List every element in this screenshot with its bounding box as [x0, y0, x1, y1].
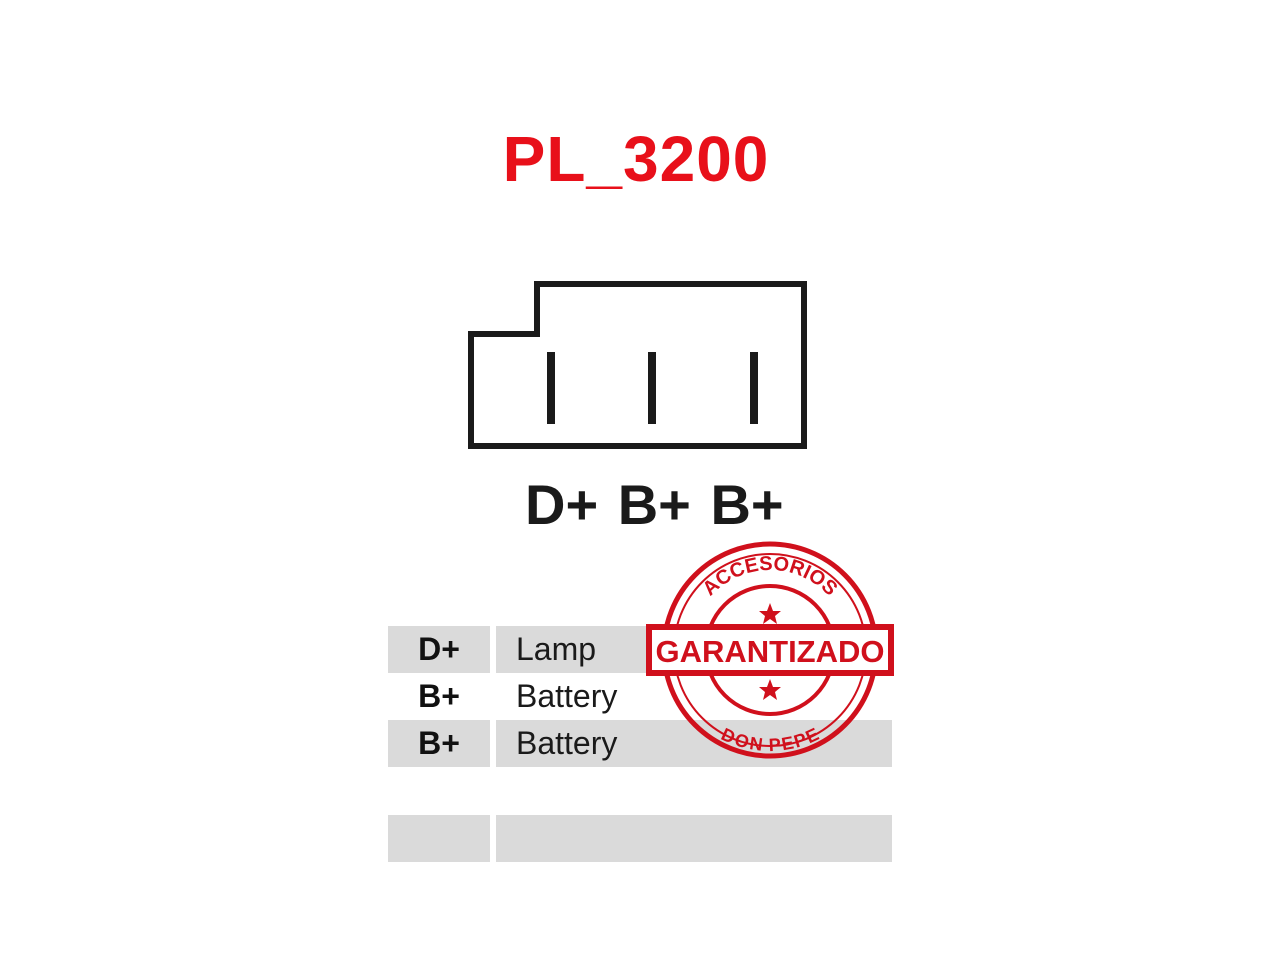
terminal-cell: D+ — [388, 626, 490, 673]
stamp-stars-icon — [759, 603, 781, 700]
function-cell — [496, 815, 892, 862]
stamp-banner-text: GARANTIZADO — [655, 634, 884, 669]
terminal-cell — [388, 815, 490, 862]
svg-text:ACCESORIOS: ACCESORIOS — [698, 553, 841, 600]
table-row — [388, 815, 892, 862]
connector-pin-3 — [750, 352, 758, 424]
terminal-cell — [388, 768, 490, 815]
terminal-cell: B+ — [418, 678, 460, 714]
pin-labels: D+ B+ B+ — [525, 472, 784, 537]
terminal-cell: B+ — [388, 720, 490, 767]
connector-outline — [468, 281, 807, 449]
guarantee-stamp: ACCESORIOS DON PEPE GARANTIZADO — [646, 541, 894, 759]
diagram-title: PL_3200 — [502, 123, 770, 195]
function-cell: Battery — [516, 678, 618, 714]
table-row: B+ Battery — [388, 673, 892, 720]
pin-label: B+ — [710, 473, 784, 536]
table-row — [388, 768, 892, 815]
pin-label: B+ — [617, 473, 691, 536]
stamp-top-text: ACCESORIOS — [698, 553, 841, 600]
pin-label: D+ — [525, 473, 599, 536]
connector-pin-2 — [648, 352, 656, 424]
function-cell — [496, 768, 892, 815]
connector-pin-1 — [547, 352, 555, 424]
